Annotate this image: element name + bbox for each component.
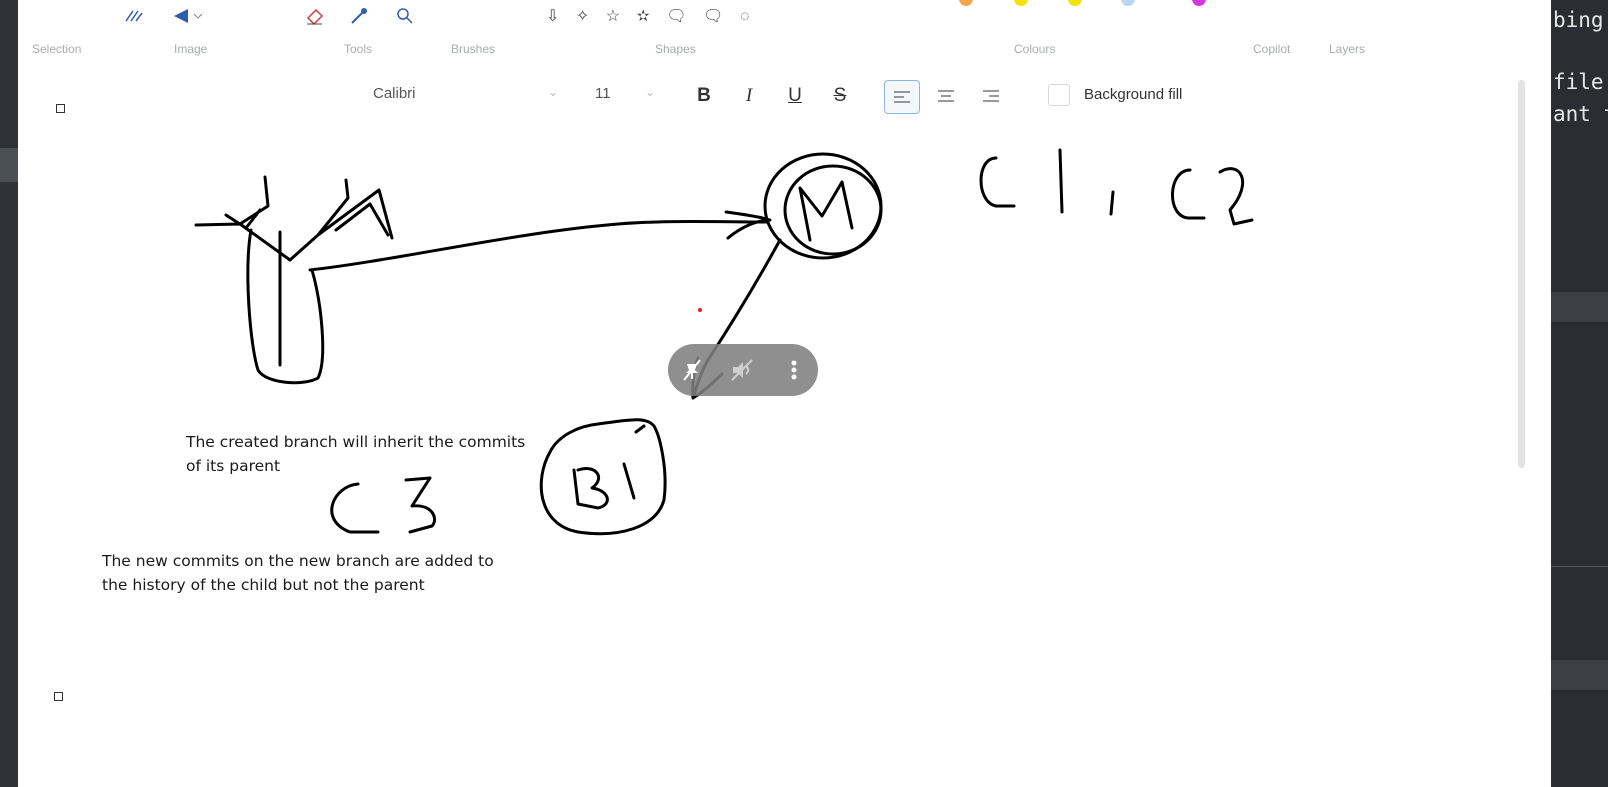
group-copilot: Copilot [1253, 42, 1291, 56]
vertical-scrollbar[interactable] [1518, 80, 1525, 468]
magnifier-icon[interactable] [396, 7, 414, 29]
sound-off-icon[interactable] [728, 356, 756, 384]
b1-text-drawing [572, 424, 646, 510]
background-fill-checkbox[interactable] [1048, 84, 1070, 106]
code-editor-fragment: bing file ant t [1551, 0, 1608, 787]
editor-line-1: bing [1553, 8, 1604, 32]
group-image: Image [174, 42, 208, 56]
left-window-edge [0, 0, 18, 787]
color-picker-icon[interactable] [349, 6, 369, 30]
pin-off-icon[interactable] [678, 356, 706, 384]
b1-circle-drawing [539, 418, 667, 536]
group-selection: Selection [32, 42, 82, 56]
canvas-red-dot [698, 308, 702, 312]
editor-divider [1551, 566, 1608, 567]
editor-selection-band [1551, 660, 1608, 690]
shapes-gallery[interactable]: ⇩ ✧ ☆ ✫ 🗨 🗨 ◌ [546, 8, 756, 25]
swatch-yellow[interactable] [1014, 0, 1028, 6]
strikethrough-button[interactable]: S [833, 85, 847, 106]
c1-c2-text-drawing [979, 148, 1254, 226]
text-note-inherit-line2: of its parent [186, 457, 281, 475]
c3-text-drawing [330, 476, 436, 534]
chevron-down-icon: ⌄ [644, 85, 655, 99]
align-right-icon [983, 90, 999, 102]
bold-button[interactable]: B [697, 85, 711, 106]
swatch-rainbow[interactable] [1192, 0, 1206, 6]
canvas-resize-handle[interactable] [54, 692, 63, 701]
align-center-button[interactable] [929, 80, 963, 112]
font-family-value: Calibri [373, 85, 416, 102]
align-left-button[interactable] [884, 80, 920, 114]
text-note-history-line2: the history of the child but not the par… [102, 576, 425, 594]
m-letter-drawing [798, 180, 854, 242]
swatch-yellow-2[interactable] [1068, 0, 1082, 6]
swatch-orange[interactable] [959, 0, 973, 6]
editor-highlight-band [1551, 292, 1608, 322]
text-box-handle[interactable] [56, 104, 65, 113]
flip-icon[interactable] [172, 7, 206, 29]
align-left-icon [894, 91, 910, 103]
eraser-icon[interactable] [304, 6, 324, 30]
paint-window: ⇩ ✧ ☆ ✫ 🗨 🗨 ◌ Selection Image Tools Brus… [18, 0, 1551, 787]
tree-trunk-drawing [246, 228, 325, 385]
group-colours: Colours [1014, 42, 1056, 56]
group-brushes: Brushes [451, 42, 496, 56]
group-layers: Layers [1329, 42, 1366, 56]
crop-select-icon[interactable] [125, 9, 143, 27]
merge-arrow-drawing [308, 210, 772, 272]
chevron-down-icon: ⌄ [547, 85, 558, 99]
align-right-button[interactable] [974, 80, 1008, 112]
editor-line-2: file [1553, 70, 1604, 94]
text-note-history[interactable]: The new commits on the new branch are ad… [102, 549, 494, 597]
italic-button[interactable]: I [745, 85, 753, 106]
swatch-light-blue[interactable] [1121, 0, 1135, 6]
text-note-inherit[interactable]: The created branch will inherit the comm… [186, 430, 525, 478]
left-edge-highlight [0, 148, 18, 182]
font-size-select[interactable]: 11 ⌄ [595, 85, 655, 107]
background-fill-label: Background fill [1084, 86, 1183, 103]
underline-button[interactable]: U [788, 85, 802, 106]
group-tools: Tools [344, 42, 373, 56]
text-note-history-line1: The new commits on the new branch are ad… [102, 552, 494, 570]
group-shapes: Shapes [655, 42, 696, 56]
editor-line-3: ant t [1553, 102, 1608, 126]
font-family-select[interactable]: Calibri ⌄ [373, 85, 558, 107]
align-center-icon [938, 90, 954, 102]
floating-call-controls [668, 344, 818, 396]
tree-branches-drawing [194, 175, 394, 262]
font-size-value: 11 [595, 85, 611, 102]
m-circle-inner-drawing [783, 164, 883, 256]
text-note-inherit-line1: The created branch will inherit the comm… [186, 433, 526, 451]
more-vertical-icon[interactable] [780, 356, 808, 384]
